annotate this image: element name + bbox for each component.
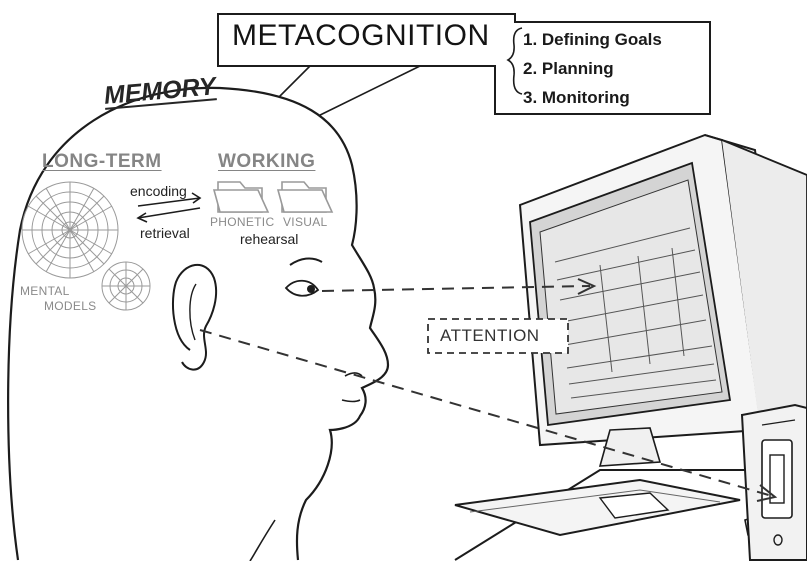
retrieval-arrow [136,207,201,223]
eye-arrowhead [577,278,597,295]
eye-pupil [307,285,315,293]
ear [171,263,218,371]
attention-label: ATTENTION [440,326,540,345]
nostril [344,372,363,377]
keyboard-key-block [598,492,670,519]
mental-model-web-large [21,181,119,279]
phonetic-label: PHONETIC [210,215,275,229]
metacognition-step-3: 3. Monitoring [523,88,630,107]
metacognition-title: METACOGNITION [232,19,490,52]
callout-line-right [309,65,421,121]
desk-edge [454,469,807,561]
mouth [341,399,361,403]
curly-brace [506,27,523,95]
pc-tower [740,403,807,561]
eye-to-screen-dashed-line [321,285,591,292]
encoding-label: encoding [130,183,187,199]
ear-arrowhead [756,484,778,502]
mental-models-label-line2: MODELS [44,299,97,313]
retrieval-label: retrieval [140,225,190,241]
screen-content-lines [554,227,717,399]
visual-label: VISUAL [283,215,328,229]
computer-monitor [518,133,807,467]
keyboard [454,478,741,537]
attention-box [427,318,569,354]
long-term-label: LONG-TERM [42,151,162,172]
metacognition-step-1: 1. Defining Goals [523,30,662,49]
metacognition-box-fill [219,15,514,65]
neck-line [249,519,276,562]
metacognition-step-2: 2. Planning [523,59,614,78]
encoding-arrow [137,192,202,207]
metacognition-steps-box [494,21,711,115]
mental-models-label-line1: MENTAL [20,284,70,298]
rehearsal-label: rehearsal [240,231,299,247]
working-label: WORKING [218,151,316,172]
eyebrow [289,257,323,266]
monitor-stand [598,427,662,467]
mental-model-web-small [101,261,151,311]
